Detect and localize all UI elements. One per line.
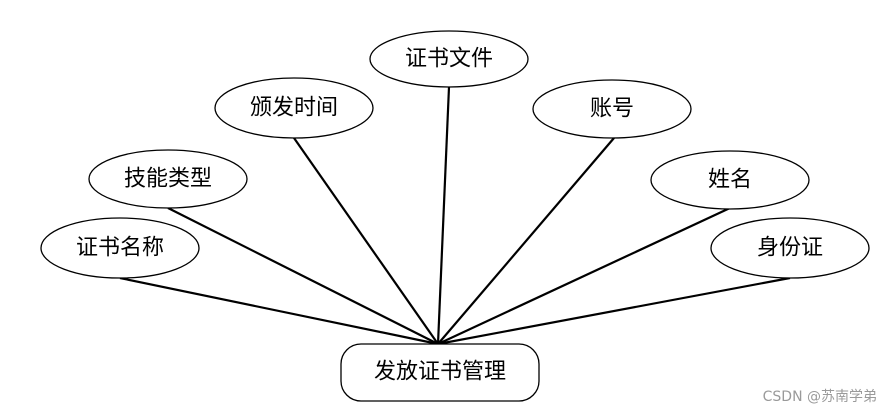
entity-label: 发放证书管理 — [374, 360, 506, 385]
attribute-cert-file: 证书文件 — [369, 30, 529, 88]
attribute-label: 账号 — [590, 97, 634, 122]
edge-name — [437, 207, 731, 345]
attribute-ellipse — [650, 150, 810, 210]
attribute-issue-time: 颁发时间 — [214, 77, 374, 139]
edge-issue-time — [293, 137, 439, 345]
attribute-label: 身份证 — [757, 236, 823, 261]
edges — [119, 86, 791, 346]
attribute-ellipse — [88, 149, 248, 209]
attribute-ellipse — [532, 79, 692, 139]
edge-skill-type — [167, 207, 439, 345]
attribute-ellipse — [40, 217, 200, 279]
attribute-account: 账号 — [532, 79, 692, 139]
edge-id-card — [437, 276, 791, 346]
attribute-ellipse — [369, 30, 529, 88]
edge-cert-name — [119, 276, 439, 346]
attribute-id-card: 身份证 — [710, 217, 870, 279]
attribute-label: 证书文件 — [405, 47, 493, 72]
attribute-cert-name: 证书名称 — [40, 217, 200, 279]
watermark: CSDN @苏南学弟 — [762, 389, 877, 405]
attribute-label: 技能类型 — [124, 167, 212, 192]
attribute-skill-type: 技能类型 — [88, 149, 248, 209]
edge-account — [437, 137, 615, 345]
attribute-name: 姓名 — [650, 150, 810, 210]
attribute-label: 颁发时间 — [250, 96, 338, 121]
attribute-label: 证书名称 — [76, 236, 164, 261]
attribute-ellipse — [214, 77, 374, 139]
attribute-label: 姓名 — [708, 168, 752, 193]
attribute-ellipse — [710, 217, 870, 279]
entity-node: 发放证书管理 — [340, 343, 540, 402]
edge-cert-file — [436, 86, 451, 345]
entity-box — [340, 343, 540, 402]
